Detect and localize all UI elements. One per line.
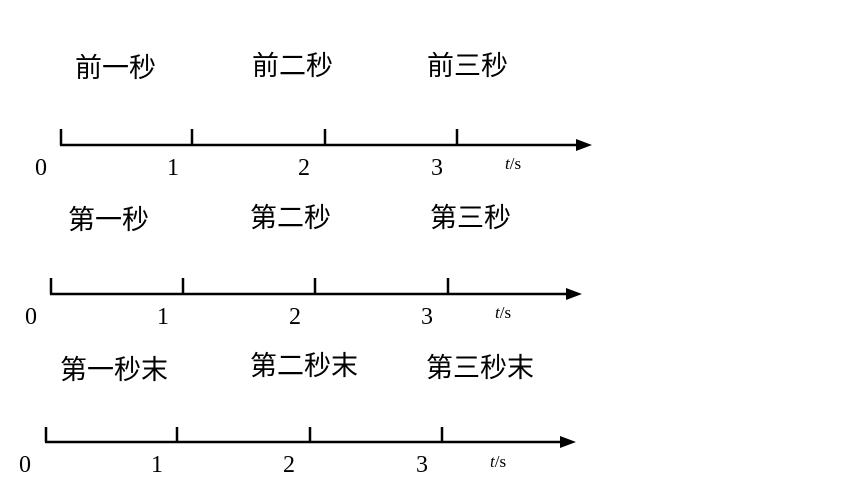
tick-label: 2 <box>289 304 301 330</box>
tick-label: 2 <box>283 452 295 478</box>
axis-unit-label: t/s <box>490 452 506 471</box>
interval-label: 第二秒 <box>250 203 331 234</box>
origin-label: 0 <box>25 304 37 330</box>
time-axis-group-2: 第一秒 第二秒 第三秒 0 1 2 3 t/s <box>25 203 582 330</box>
time-axis-group-3: 第一秒末 第二秒末 第三秒末 0 1 2 3 t/s <box>19 351 576 478</box>
interval-label: 前三秒 <box>427 51 508 82</box>
interval-label: 第二秒末 <box>250 351 358 382</box>
origin-label: 0 <box>19 452 31 478</box>
interval-label: 前二秒 <box>252 51 333 82</box>
tick-label: 3 <box>431 155 443 181</box>
tick-label: 1 <box>151 452 163 478</box>
tick-label: 2 <box>298 155 310 181</box>
origin-label: 0 <box>35 155 47 181</box>
axis-arrowhead <box>576 139 592 151</box>
axis-arrowhead <box>566 288 582 300</box>
interval-label: 第三秒 <box>430 203 511 234</box>
axis-unit-label: t/s <box>505 154 521 173</box>
time-axis-group-1: 前一秒 前二秒 前三秒 0 1 2 3 t/s <box>35 51 592 181</box>
interval-label: 第一秒 <box>68 205 149 236</box>
axis-arrowhead <box>560 436 576 448</box>
tick-label: 1 <box>157 304 169 330</box>
interval-label: 前一秒 <box>75 53 156 84</box>
interval-label: 第三秒末 <box>426 353 534 384</box>
interval-label: 第一秒末 <box>60 355 168 386</box>
tick-label: 1 <box>167 155 179 181</box>
axis-unit-label: t/s <box>495 303 511 322</box>
tick-label: 3 <box>421 304 433 330</box>
tick-label: 3 <box>416 452 428 478</box>
